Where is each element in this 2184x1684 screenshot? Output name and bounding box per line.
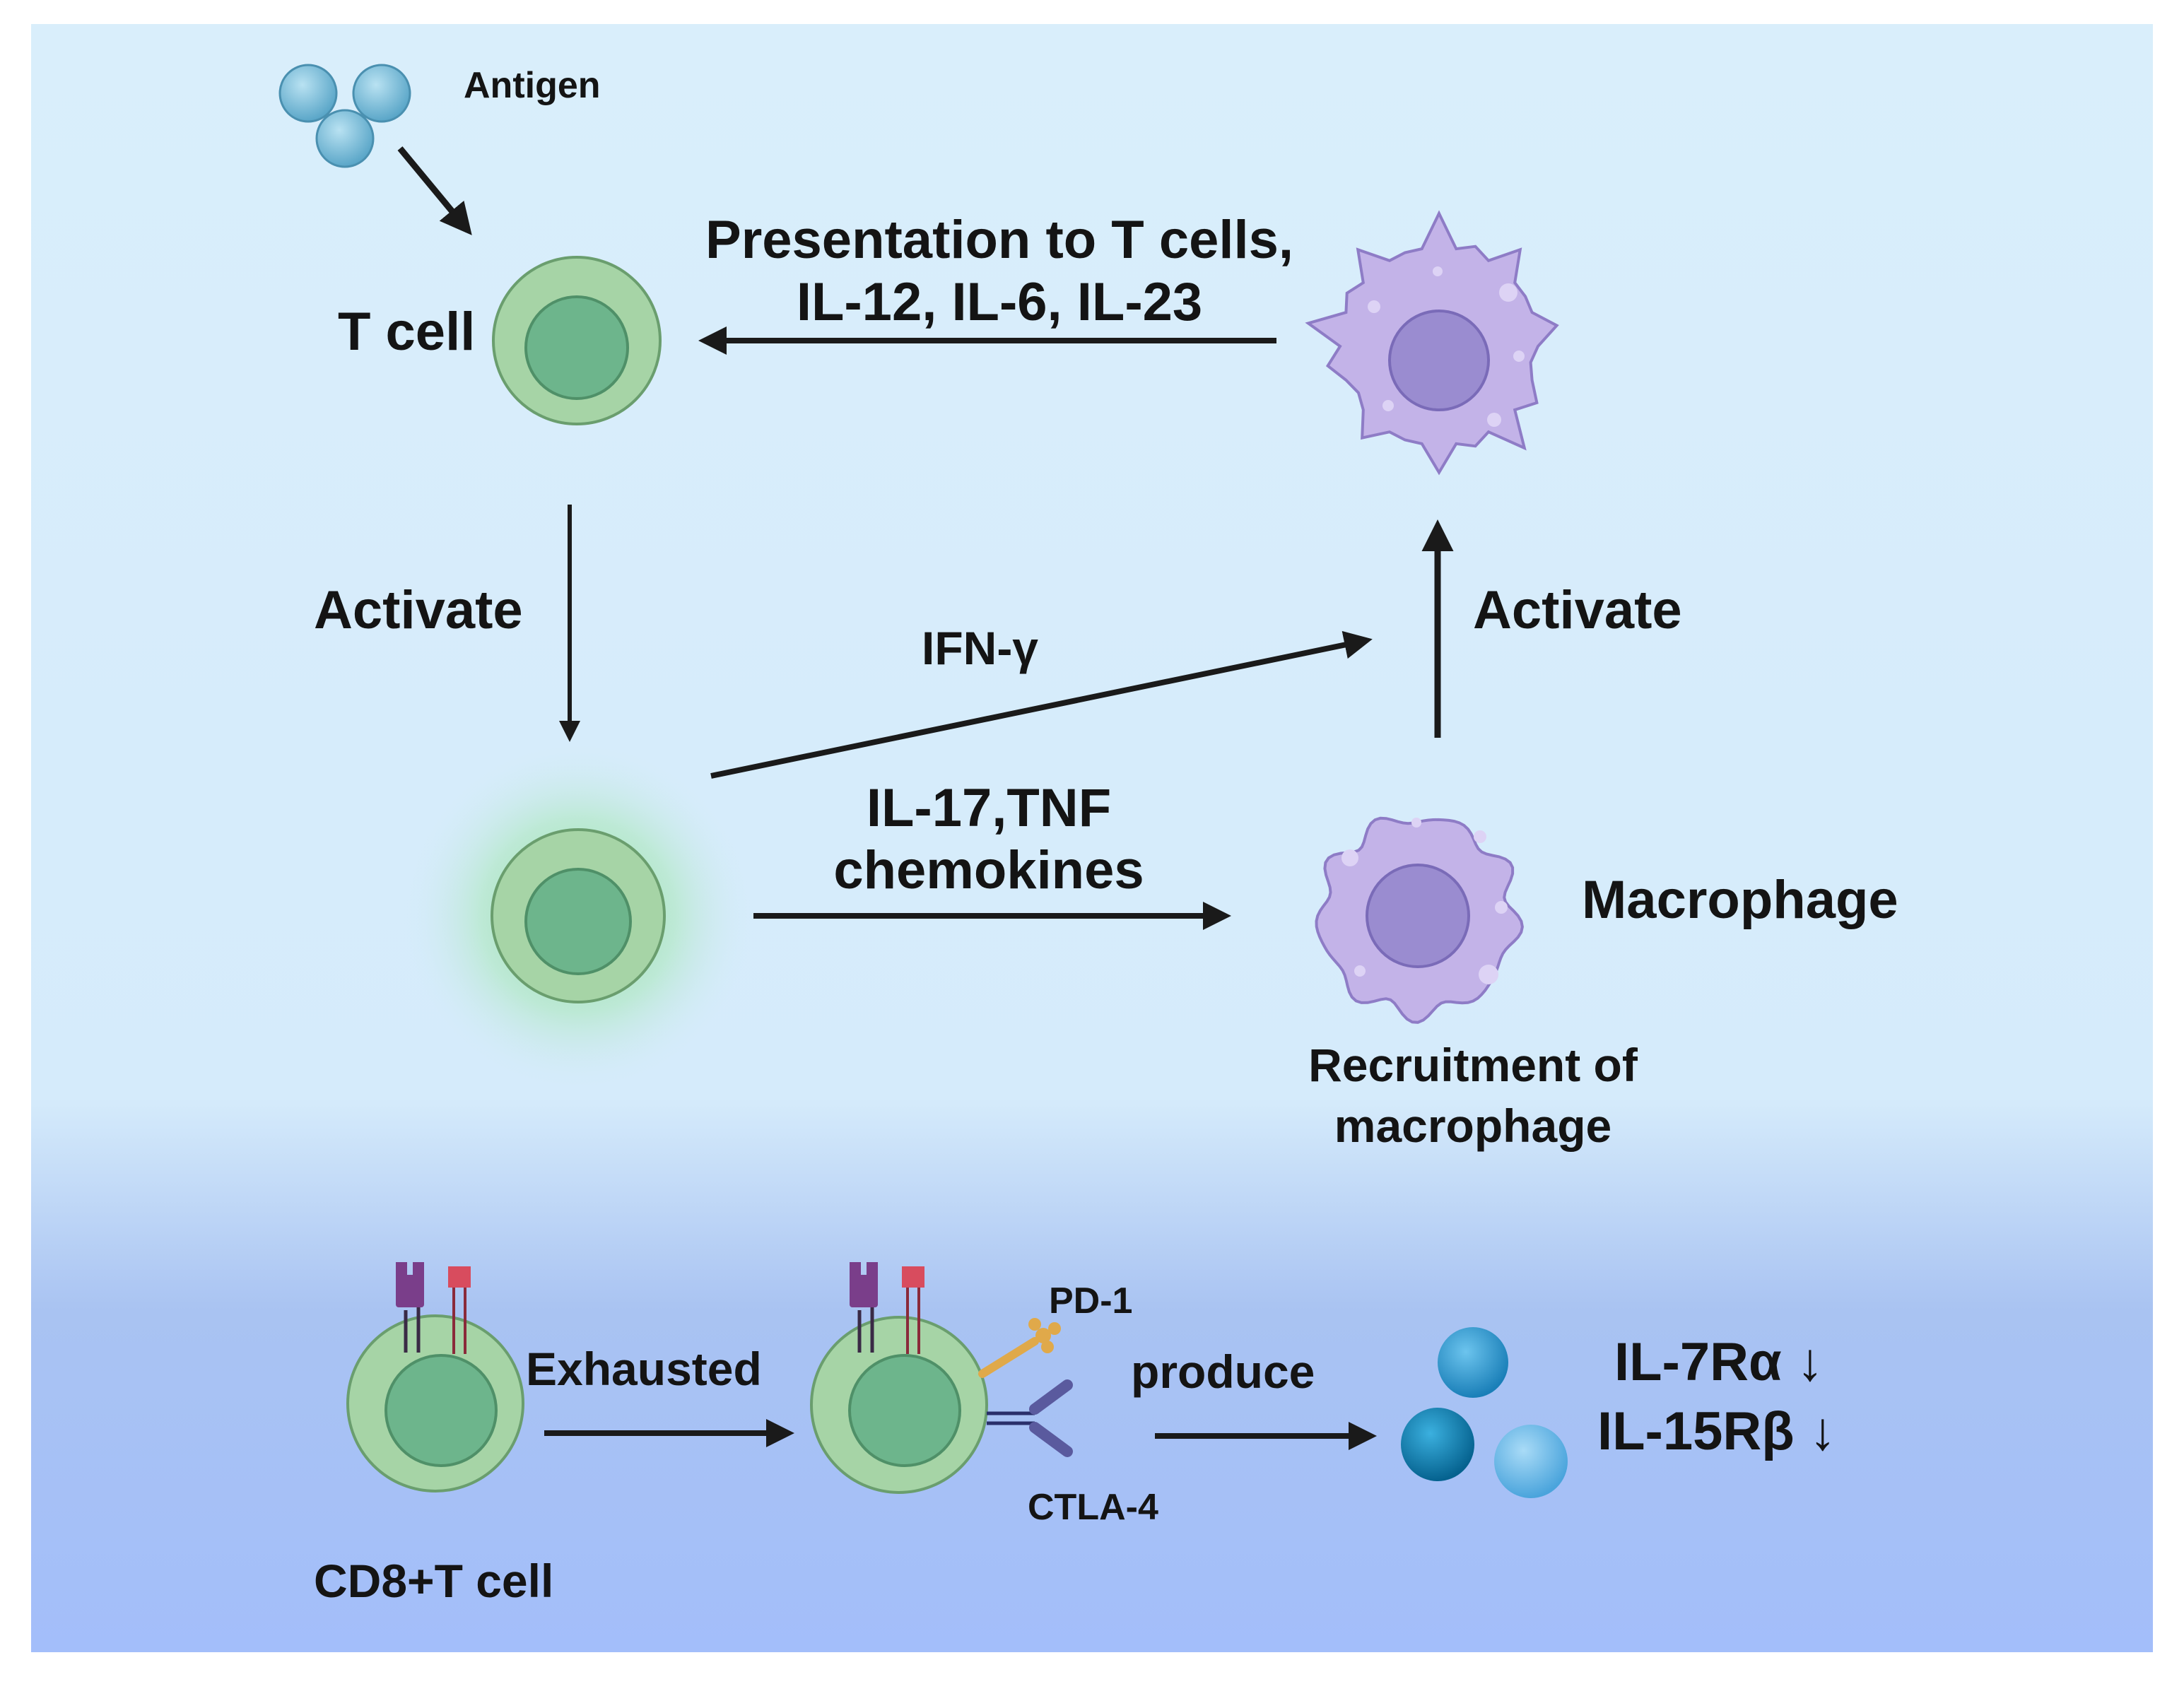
pd1-label: PD-1 bbox=[1049, 1280, 1133, 1321]
il17-label-line1: IL-17,TNF bbox=[866, 778, 1112, 838]
antigen-label: Antigen bbox=[464, 65, 601, 106]
ifn-gamma-label: IFN-γ bbox=[922, 622, 1038, 674]
activated-t-cell-icon bbox=[401, 739, 755, 1093]
pd1-receptor-icon bbox=[978, 1318, 1061, 1378]
cd8-t-cell-icon bbox=[346, 1262, 524, 1492]
macrophage-label: Macrophage bbox=[1582, 870, 1898, 930]
recruitment-label-line2: macrophage bbox=[1334, 1100, 1612, 1152]
tcr-receptor-icon bbox=[396, 1262, 424, 1353]
cytokine-icon bbox=[1401, 1327, 1568, 1498]
diagram-canvas bbox=[278, 64, 1568, 1498]
antigen-icon bbox=[278, 64, 411, 168]
tcr-receptor-icon bbox=[850, 1262, 878, 1353]
ctla4-receptor-icon bbox=[987, 1379, 1073, 1457]
il17-label-line2: chemokines bbox=[833, 840, 1144, 900]
il7-label: IL-7Rα ↓ bbox=[1614, 1332, 1824, 1392]
antigen-arrow bbox=[397, 146, 472, 235]
il15-label: IL-15Rβ ↓ bbox=[1597, 1401, 1836, 1461]
presentation-label-line2: IL-12, IL-6, IL-23 bbox=[796, 272, 1203, 332]
macrophage-icon bbox=[1315, 816, 1524, 1024]
produce-label: produce bbox=[1131, 1346, 1315, 1398]
co-receptor-icon bbox=[448, 1266, 471, 1354]
recruitment-label-line1: Recruitment of bbox=[1308, 1039, 1638, 1091]
t-cell-label: T cell bbox=[338, 302, 476, 362]
exhausted-t-cell-icon bbox=[810, 1262, 1073, 1494]
t-cell-icon bbox=[492, 256, 662, 425]
exhausted-label: Exhausted bbox=[526, 1343, 762, 1395]
cd8-t-cell-label: CD8+T cell bbox=[314, 1555, 554, 1607]
dendritic-cell-icon bbox=[1305, 210, 1559, 476]
activate-right-label: Activate bbox=[1473, 580, 1682, 640]
ctla4-label: CTLA-4 bbox=[1028, 1487, 1158, 1528]
activate-left-label: Activate bbox=[314, 580, 523, 640]
figure-background: Antigen T cell Presentation to T cells, … bbox=[31, 24, 2153, 1652]
ifn-gamma-arrow bbox=[710, 630, 1373, 779]
co-receptor-icon bbox=[902, 1266, 924, 1354]
presentation-label-line1: Presentation to T cells, bbox=[705, 210, 1293, 270]
